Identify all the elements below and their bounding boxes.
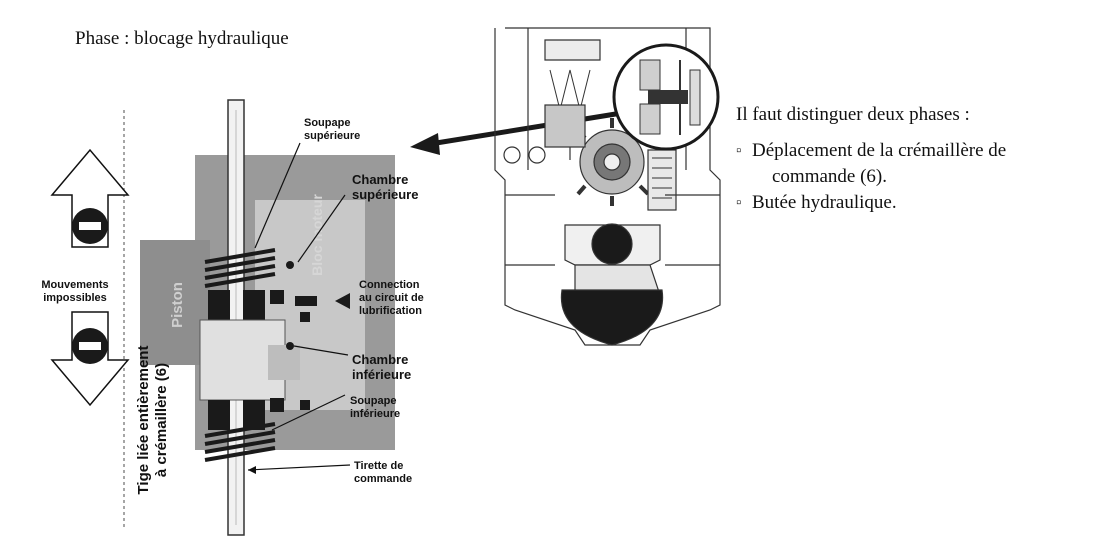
rod-tige (227, 99, 245, 536)
bullet-2-line1: Butée hydraulique. (752, 192, 897, 213)
chambre-inferieure-line1: Chambre (352, 352, 409, 367)
chamber-point-upper (286, 261, 294, 269)
bullet-item-1: ▫ Déplacement de la crémaillère de (736, 138, 1006, 164)
connection-arrow (335, 293, 350, 309)
bolt-right-lower (300, 400, 310, 410)
right-text-panel: Il faut distinguer deux phases : ▫ Dépla… (736, 102, 1006, 216)
lower-spring (204, 422, 276, 462)
inner-block (268, 345, 300, 380)
tirette-line1: Tirette de (354, 460, 404, 472)
pivot-dark (591, 223, 633, 265)
mouvements-label: Mouvements impossibles (20, 279, 130, 305)
upper-valve-left (208, 290, 230, 320)
bolt-right-upper (300, 312, 310, 322)
soupape-superieure-line1: Soupape (304, 117, 351, 129)
chamber-point-lower (286, 342, 294, 350)
soupape-inferieure-line1: Soupape (350, 395, 397, 407)
upper-spring (204, 248, 276, 288)
connection-nozzle (295, 296, 317, 306)
down-arrow (50, 311, 130, 407)
intro-text: Il faut distinguer deux phases : (736, 104, 970, 125)
leader-lines (247, 142, 351, 471)
lower-valve-left (208, 400, 230, 430)
mouvements-line1: Mouvements (41, 279, 109, 291)
soupape-inferieure-label: Soupape inférieure (350, 395, 400, 421)
bolt-lower (270, 398, 284, 412)
tirette-line2: commande (354, 473, 413, 485)
bullet-1-line2: commande (6). (772, 166, 888, 187)
bullet-mark: ▫ (736, 195, 742, 211)
piston-body (140, 240, 210, 365)
connection-line1: Connection (359, 279, 420, 291)
soupape-inferieure-line2: inférieure (350, 408, 401, 420)
tige-label-line2: à crémaillère (6) (153, 363, 170, 477)
connection-line3: lubrification (359, 305, 422, 317)
phase-title: Phase : blocage hydraulique (75, 28, 289, 49)
mechanical-drawing (494, 27, 721, 346)
soupape-superieure-label: Soupape supérieure (304, 117, 360, 143)
up-arrow (50, 148, 130, 248)
upper-valve-right (243, 290, 265, 320)
chambre-inferieure-label: Chambre inférieure (352, 352, 411, 382)
chambre-superieure-line2: supérieure (352, 187, 419, 202)
tirette-arrow (248, 466, 256, 474)
bolt-upper (270, 290, 284, 304)
piston-label: Piston (169, 282, 186, 328)
tirette-label: Tirette de commande (354, 460, 412, 486)
tige-label-line1: Tige liée entièrement (135, 346, 152, 495)
magnifier-circle (612, 43, 720, 151)
connection-label: Connection au circuit de lubrification (359, 279, 424, 318)
lower-valve-right (243, 400, 265, 430)
chambre-inferieure-line2: inférieure (352, 367, 412, 382)
chambre-superieure-line1: Chambre (352, 172, 409, 187)
bullet-1-line1: Déplacement de la crémaillère de (752, 140, 1007, 161)
bullet-item-2: ▫ Butée hydraulique. (736, 190, 1006, 216)
soupape-superieure-line2: supérieure (304, 130, 361, 142)
bullet-mark: ▫ (736, 143, 742, 159)
pointer-arrow (410, 109, 629, 155)
chambre-superieure-label: Chambre supérieure (352, 172, 418, 202)
connection-line2: au circuit de (359, 292, 424, 304)
mouvements-line2: impossibles (43, 292, 107, 304)
